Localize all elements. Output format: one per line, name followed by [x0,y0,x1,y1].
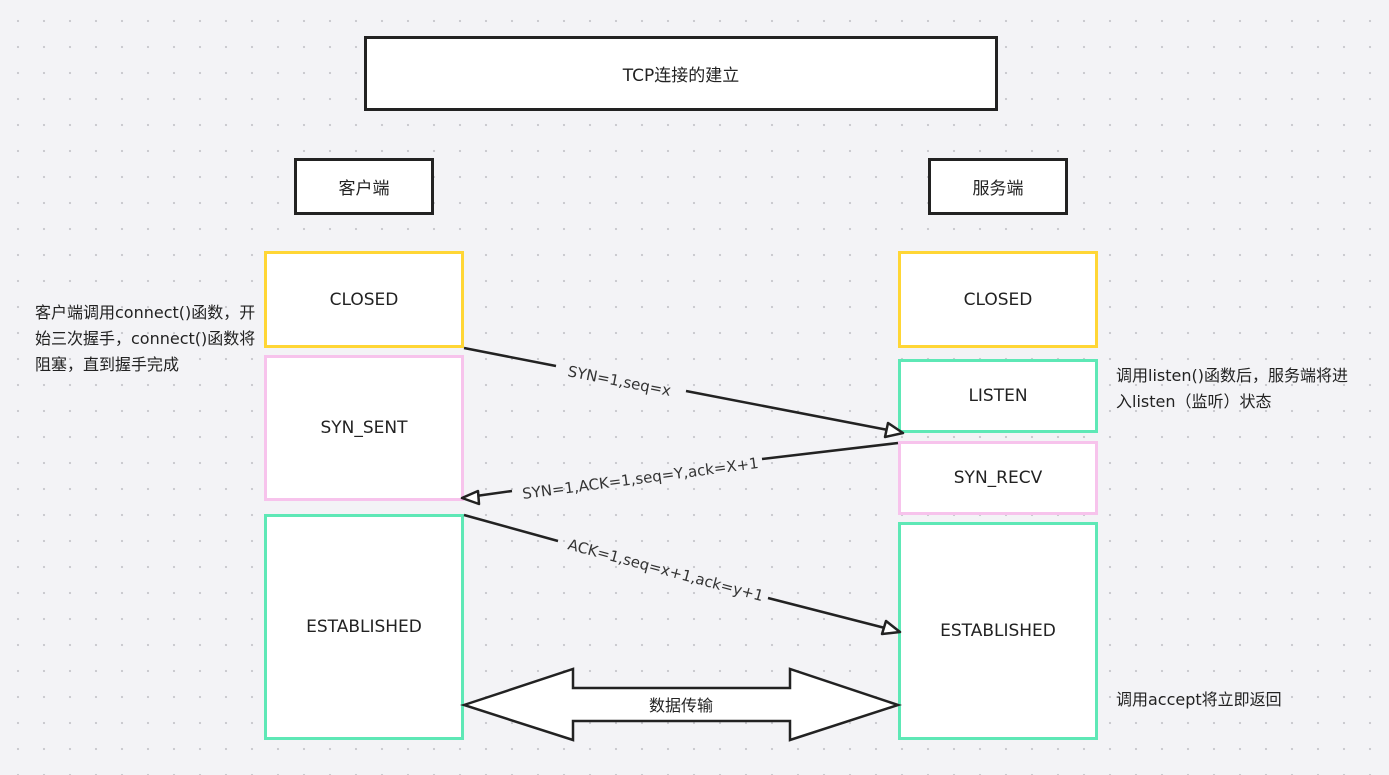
data-transfer-double-arrow [459,667,903,742]
client-state-syn-sent[interactable]: SYN_SENT [264,355,464,501]
server-listen-note: 调用listen()函数后，服务端将进入listen（监听）状态 [1116,366,1348,411]
server-state-syn-recv[interactable]: SYN_RECV [898,441,1098,515]
server-state-listen[interactable]: LISTEN [898,359,1098,433]
client-state-closed[interactable]: CLOSED [264,251,464,348]
server-header-text: 服务端 [972,179,1024,199]
server-state-established-label: ESTABLISHED [940,621,1056,641]
client-state-syn-sent-label: SYN_SENT [320,418,408,438]
client-connect-note: 客户端调用connect()函数，开始三次握手，connect()函数将阻塞，直… [35,303,256,374]
ack-arrow-head [880,619,902,636]
server-state-listen-label: LISTEN [968,386,1028,406]
server-header[interactable]: 服务端 [928,158,1068,215]
diagram-title-text: TCP连接的建立 [622,66,740,86]
ack-arrow-line-b [767,596,886,630]
diagram-title[interactable]: TCP连接的建立 [364,36,998,111]
client-header-text: 客户端 [338,179,390,199]
server-state-established[interactable]: ESTABLISHED [898,522,1098,740]
syn-ack-arrow-line-a [761,441,899,461]
client-header[interactable]: 客户端 [294,158,434,215]
ack-message[interactable]: ACK=1,seq=x+1,ack=y+1 [463,513,902,636]
ack-label: ACK=1,seq=x+1,ack=y+1 [566,535,766,605]
syn-ack-arrow-line-b [475,489,513,498]
syn-arrow-line-a [463,346,557,368]
client-state-closed-label: CLOSED [329,289,399,310]
ack-arrow-line-a [463,513,559,543]
server-state-closed[interactable]: CLOSED [898,251,1098,348]
data-transfer-label: 数据传输 [649,696,713,715]
data-transfer[interactable]: 数据传输 [459,667,903,742]
syn-arrow-head [883,421,905,439]
server-state-closed-label: CLOSED [963,289,1033,310]
syn-label: SYN=1,seq=x [566,362,672,400]
server-accept-note: 调用accept将立即返回 [1116,690,1282,709]
syn-ack-message[interactable]: SYN=1,ACK=1,seq=Y,ack=X+1 [460,441,899,506]
server-state-syn-recv-label: SYN_RECV [953,468,1043,488]
syn-ack-arrow-head [460,489,481,506]
syn-message[interactable]: SYN=1,seq=x [463,346,905,439]
syn-ack-label: SYN=1,ACK=1,seq=Y,ack=X+1 [521,454,759,503]
client-state-established-label: ESTABLISHED [306,617,422,637]
client-state-established[interactable]: ESTABLISHED [264,514,464,740]
syn-arrow-line-b [685,389,889,432]
